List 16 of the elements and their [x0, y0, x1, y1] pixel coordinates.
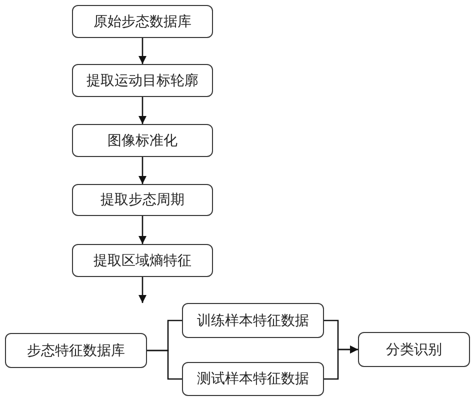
- arrow: [324, 346, 358, 380]
- process-box: 提取运动目标轮廓: [72, 64, 213, 97]
- arrow: [138, 97, 146, 124]
- arrow: [138, 277, 146, 303]
- arrow: [138, 157, 146, 184]
- process-box: 训练样本特征数据: [182, 303, 324, 338]
- arrow: [138, 38, 146, 64]
- connector-line: [147, 350, 182, 380]
- process-box: 提取区域熵特征: [72, 244, 213, 277]
- arrow: [138, 216, 146, 244]
- process-box: 测试样本特征数据: [182, 362, 324, 396]
- process-box: 原始步态数据库: [72, 5, 213, 38]
- process-box: 提取步态周期: [72, 184, 213, 216]
- process-box: 步态特征数据库: [5, 333, 147, 368]
- process-box: 分类识别: [358, 332, 470, 367]
- process-box: 图像标准化: [72, 124, 213, 157]
